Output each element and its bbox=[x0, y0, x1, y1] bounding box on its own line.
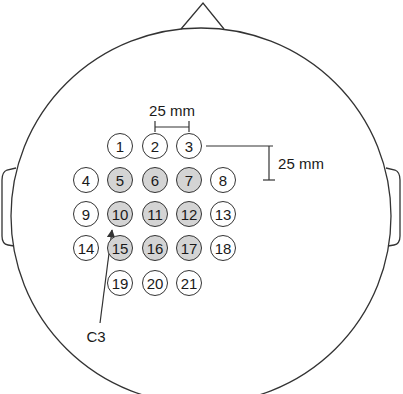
electrode-circle: 10 bbox=[107, 201, 133, 227]
electrode-circle: 13 bbox=[210, 201, 236, 227]
nose-outline bbox=[181, 3, 224, 29]
electrode-circle: 7 bbox=[176, 167, 202, 193]
electrode-number: 16 bbox=[147, 241, 164, 256]
electrode-circle: 9 bbox=[73, 201, 99, 227]
right-ear bbox=[386, 168, 400, 246]
dimension-label: 25 mm bbox=[278, 156, 324, 171]
electrode-circle: 16 bbox=[142, 235, 168, 261]
electrode-number: 15 bbox=[112, 241, 129, 256]
electrode-number: 4 bbox=[82, 173, 90, 188]
electrode-circle: 4 bbox=[73, 167, 99, 193]
electrode-number: 1 bbox=[116, 139, 124, 154]
electrode-number: 21 bbox=[181, 276, 198, 291]
electrode-circle: 12 bbox=[176, 201, 202, 227]
electrode-number: 6 bbox=[151, 173, 159, 188]
electrode-number: 8 bbox=[219, 173, 227, 188]
electrode-number: 12 bbox=[181, 207, 198, 222]
electrode-circle: 8 bbox=[210, 167, 236, 193]
electrode-number: 20 bbox=[147, 276, 164, 291]
electrode-circle: 18 bbox=[210, 235, 236, 261]
electrode-circle: 1 bbox=[107, 133, 133, 159]
electrode-number: 13 bbox=[215, 207, 232, 222]
electrode-number: 7 bbox=[185, 173, 193, 188]
electrode-circle: 5 bbox=[107, 167, 133, 193]
electrode-circle: 6 bbox=[142, 167, 168, 193]
electrode-circle: 19 bbox=[107, 270, 133, 296]
electrode-circle: 2 bbox=[142, 133, 168, 159]
left-ear bbox=[2, 168, 16, 246]
head-outline bbox=[11, 28, 391, 394]
electrode-number: 17 bbox=[181, 241, 198, 256]
electrode-number: 18 bbox=[215, 241, 232, 256]
electrode-number: 3 bbox=[185, 139, 193, 154]
electrode-number: 14 bbox=[78, 241, 95, 256]
electrode-circle: 14 bbox=[73, 235, 99, 261]
electrode-circle: 11 bbox=[142, 201, 168, 227]
electrode-name: C3 bbox=[86, 329, 105, 344]
electrode-number: 2 bbox=[151, 139, 159, 154]
electrode-circle: 15 bbox=[107, 235, 133, 261]
electrode-number: 9 bbox=[82, 207, 90, 222]
electrode-number: 10 bbox=[112, 207, 129, 222]
electrode-circle: 17 bbox=[176, 235, 202, 261]
dimension-label: 25 mm bbox=[149, 103, 195, 118]
electrode-circle: 20 bbox=[142, 270, 168, 296]
electrode-number: 11 bbox=[147, 207, 163, 222]
electrode-circle: 3 bbox=[176, 133, 202, 159]
electrode-number: 5 bbox=[116, 173, 124, 188]
electrode-circle: 21 bbox=[176, 270, 202, 296]
electrode-number: 19 bbox=[112, 276, 129, 291]
